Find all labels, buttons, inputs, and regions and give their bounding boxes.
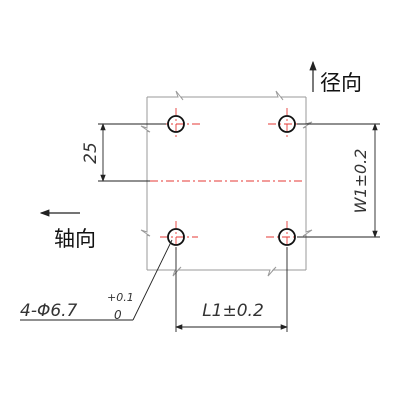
hole-callout-leader bbox=[20, 239, 173, 321]
dimension-left bbox=[98, 123, 166, 182]
plate-outline bbox=[140, 90, 313, 277]
centerlines bbox=[150, 108, 306, 253]
hole-top-right bbox=[278, 115, 296, 133]
dim-w1-label: W1±0.2 bbox=[351, 149, 370, 214]
hole-tolerance-upper: +0.1 bbox=[107, 291, 134, 304]
dim-l1-label: L1±0.2 bbox=[202, 301, 264, 321]
dimension-bottom bbox=[175, 247, 288, 332]
mounting-holes bbox=[167, 115, 296, 246]
dim-25-label: 25 bbox=[81, 142, 101, 164]
axial-direction-label: 轴向 bbox=[54, 227, 96, 251]
hole-top-left bbox=[167, 115, 185, 133]
hole-bottom-left bbox=[167, 228, 185, 246]
hole-callout-text: 4-Φ6.7 bbox=[20, 301, 78, 321]
dimension-right bbox=[297, 123, 380, 238]
hole-bottom-right bbox=[278, 228, 296, 246]
radial-direction-label: 径向 bbox=[320, 71, 362, 95]
hole-tolerance-lower: 0 bbox=[114, 308, 122, 322]
